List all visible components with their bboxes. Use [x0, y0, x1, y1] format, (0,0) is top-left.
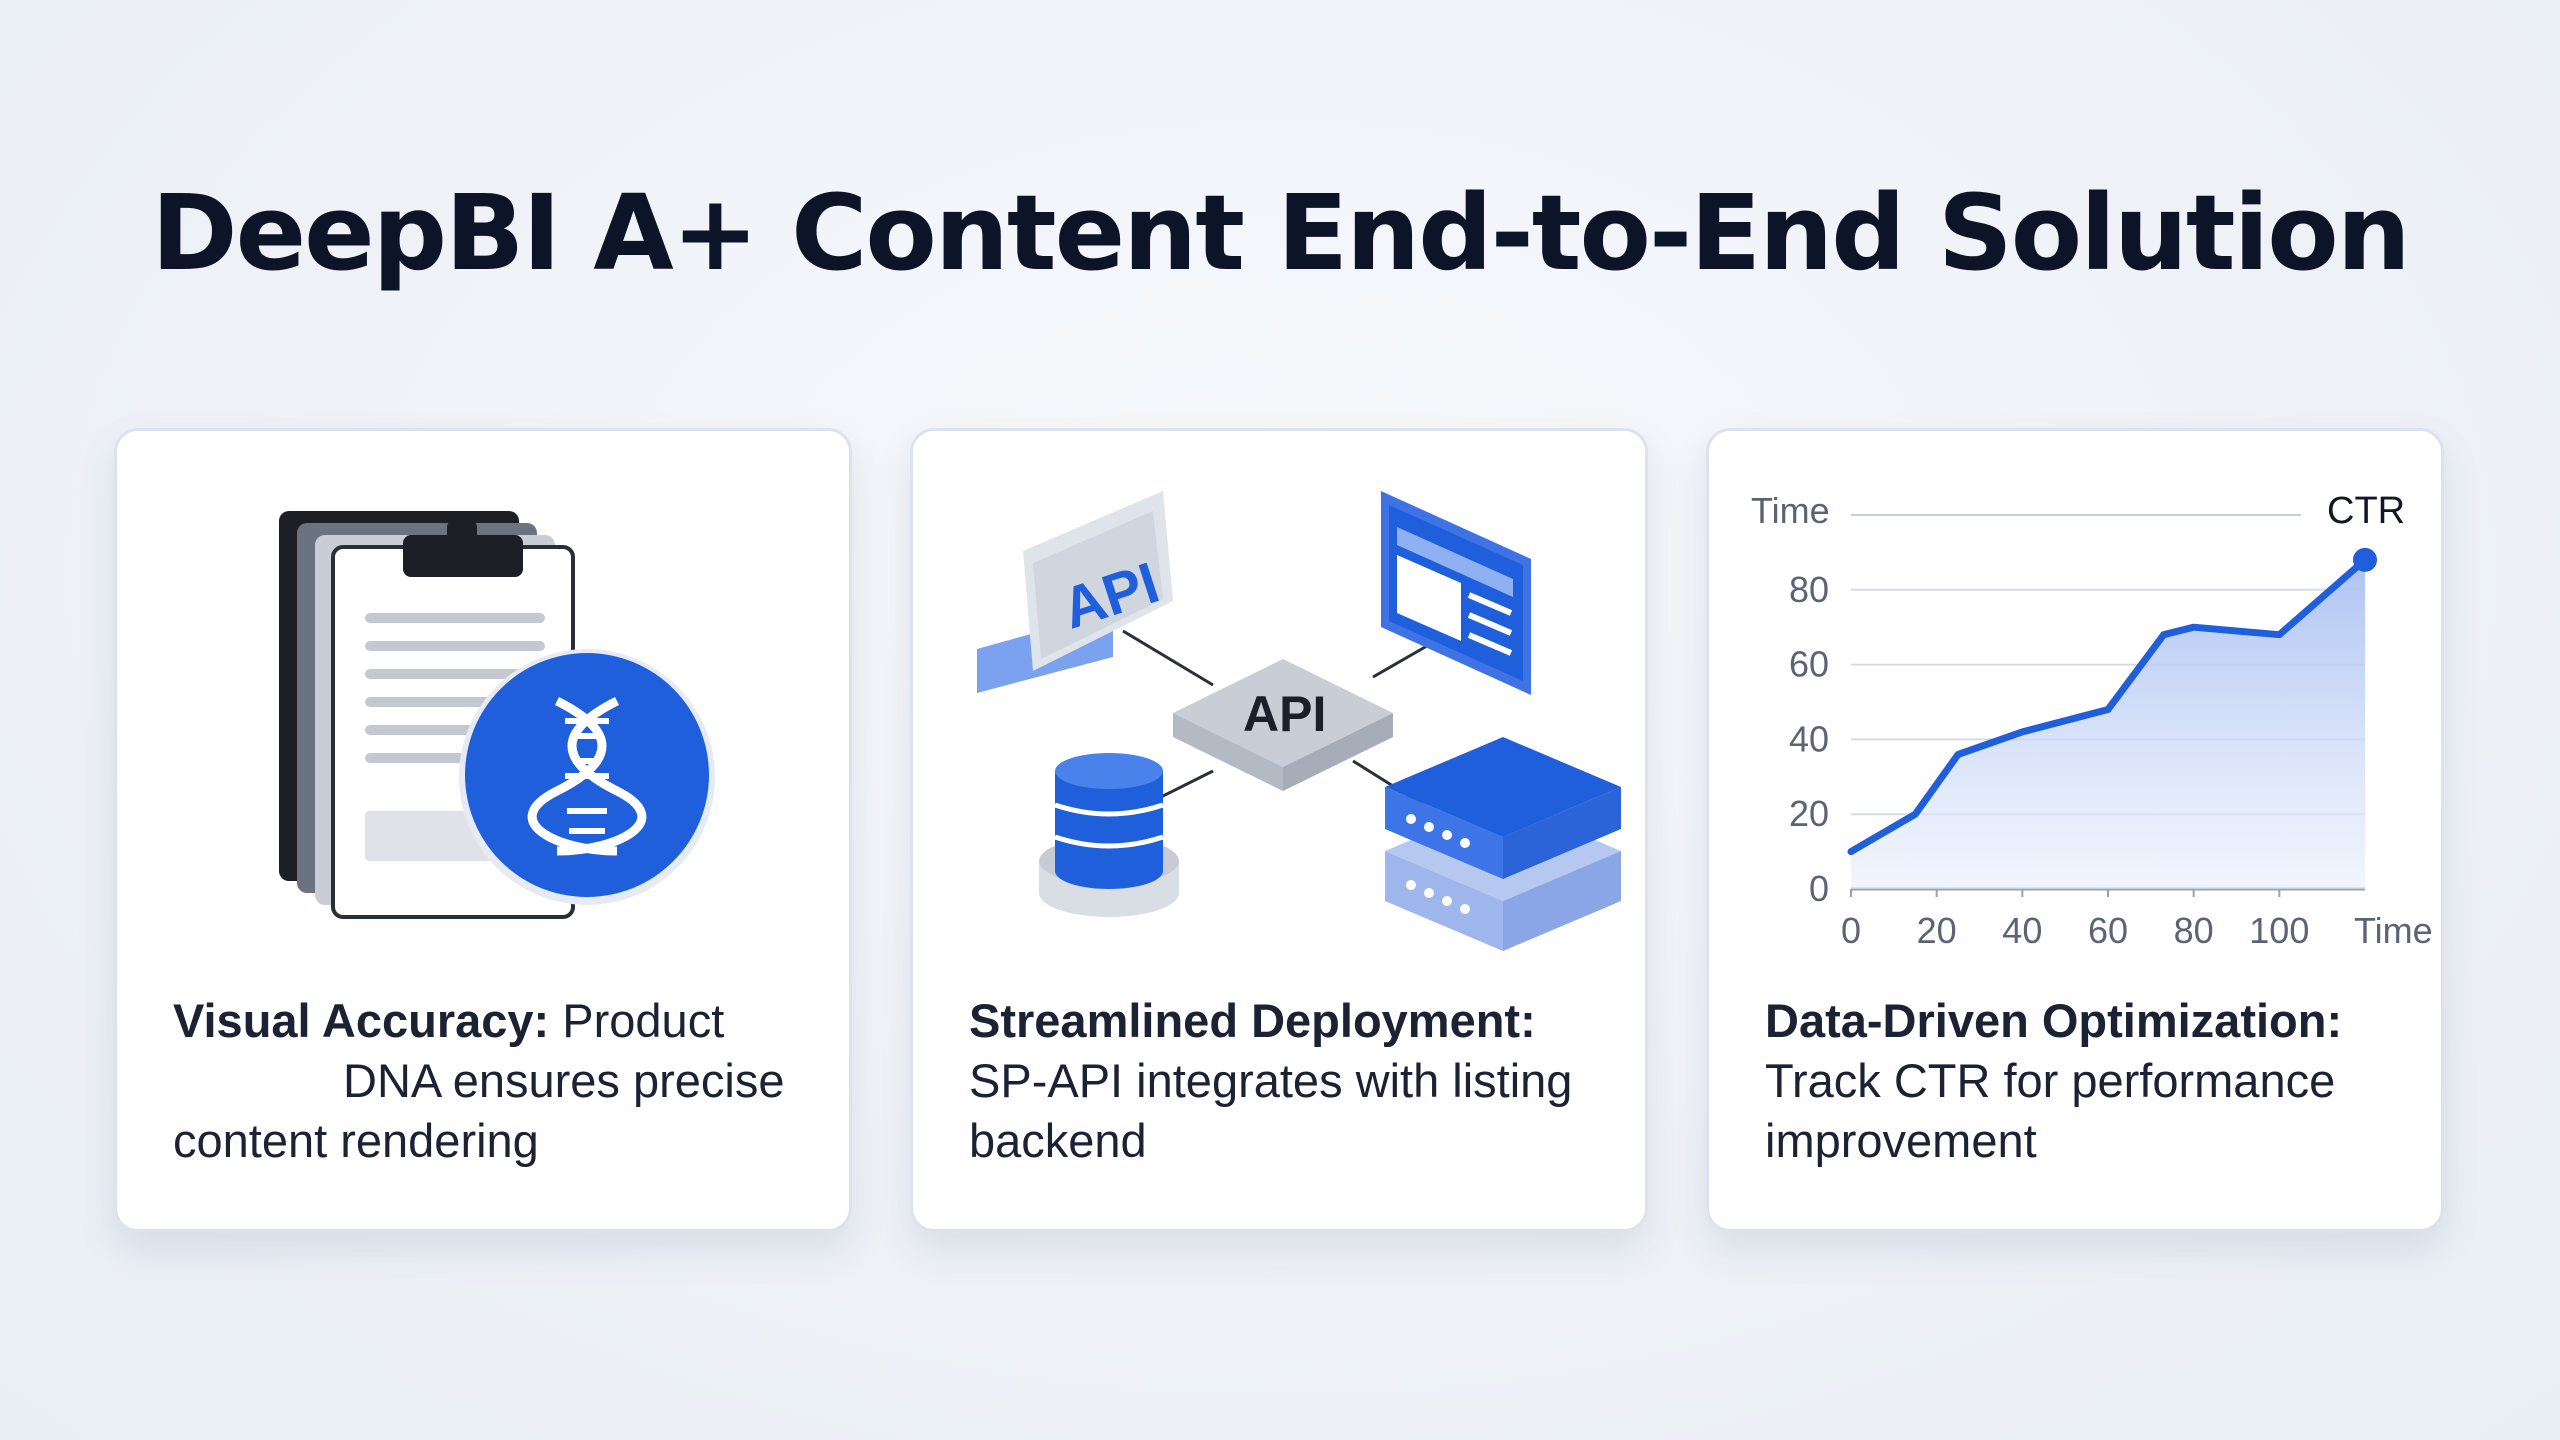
x-tick-label: 20 — [1917, 910, 1957, 951]
database-icon — [1039, 753, 1179, 917]
card-caption: Visual Accuracy: Product DNA ensures pre… — [173, 991, 833, 1171]
y-tick-label: 0 — [1809, 868, 1829, 909]
card-heading: Data-Driven Optimization: — [1765, 994, 2343, 1047]
x-tick-label: 80 — [2174, 910, 2214, 951]
card-data-driven-optimization: 0 20 40 60 80 0 20 40 60 80 100 Time Time CTR Dat… — [1706, 428, 2444, 1232]
dna-icon — [459, 649, 715, 905]
card-heading: Streamlined Deployment: — [969, 994, 1536, 1047]
card-caption: Streamlined Deployment: SP-API integrate… — [969, 991, 1629, 1171]
card-heading-rest: Product — [562, 994, 725, 1047]
browser-window-icon — [1381, 491, 1531, 695]
api-tag-icon: API — [977, 491, 1173, 693]
card-line-3: backend — [969, 1114, 1147, 1167]
card-heading: Visual Accuracy: — [173, 994, 550, 1047]
card-streamlined-deployment: API API — [910, 428, 1648, 1232]
ctr-end-point — [2353, 547, 2377, 572]
x-tick-label: 60 — [2088, 910, 2128, 951]
api-hub-label: API — [1243, 686, 1326, 742]
y-tick-label: 80 — [1789, 569, 1829, 610]
api-network-illustration: API API — [977, 491, 1621, 951]
card-line-3: improvement — [1765, 1114, 2037, 1167]
product-dna-illustration — [279, 511, 715, 919]
x-axis-label: Time — [2354, 910, 2433, 951]
server-icon — [1385, 737, 1621, 951]
page-title: DeepBI A+ Content End-to-End Solution — [151, 172, 2411, 294]
ctr-area-fill — [1851, 559, 2365, 889]
y-tick-label: 40 — [1789, 718, 1829, 759]
ctr-series-line — [1847, 556, 2369, 856]
card-line-2: Track CTR for performance — [1765, 1054, 2336, 1107]
y-tick-label: 60 — [1789, 644, 1829, 685]
api-hub-icon: API — [1173, 659, 1393, 791]
ctr-line-chart: 0 20 40 60 80 0 20 40 60 80 100 Time Time CTR — [1751, 490, 2433, 951]
x-tick-label: 40 — [2002, 910, 2042, 951]
x-tick-label: 100 — [2249, 910, 2309, 951]
y-axis-label: Time — [1751, 490, 1830, 531]
card-line-2: DNA ensures precise — [343, 1054, 785, 1107]
card-line-2: SP-API integrates with listing — [969, 1054, 1573, 1107]
card-line-3: content rendering — [173, 1114, 539, 1167]
x-tick-label: 0 — [1841, 910, 1861, 951]
y-tick-label: 20 — [1789, 793, 1829, 834]
series-label: CTR — [2327, 490, 2405, 532]
card-caption: Data-Driven Optimization: Track CTR for … — [1765, 991, 2425, 1171]
card-visual-accuracy: Visual Accuracy: Product DNA ensures pre… — [114, 428, 852, 1232]
